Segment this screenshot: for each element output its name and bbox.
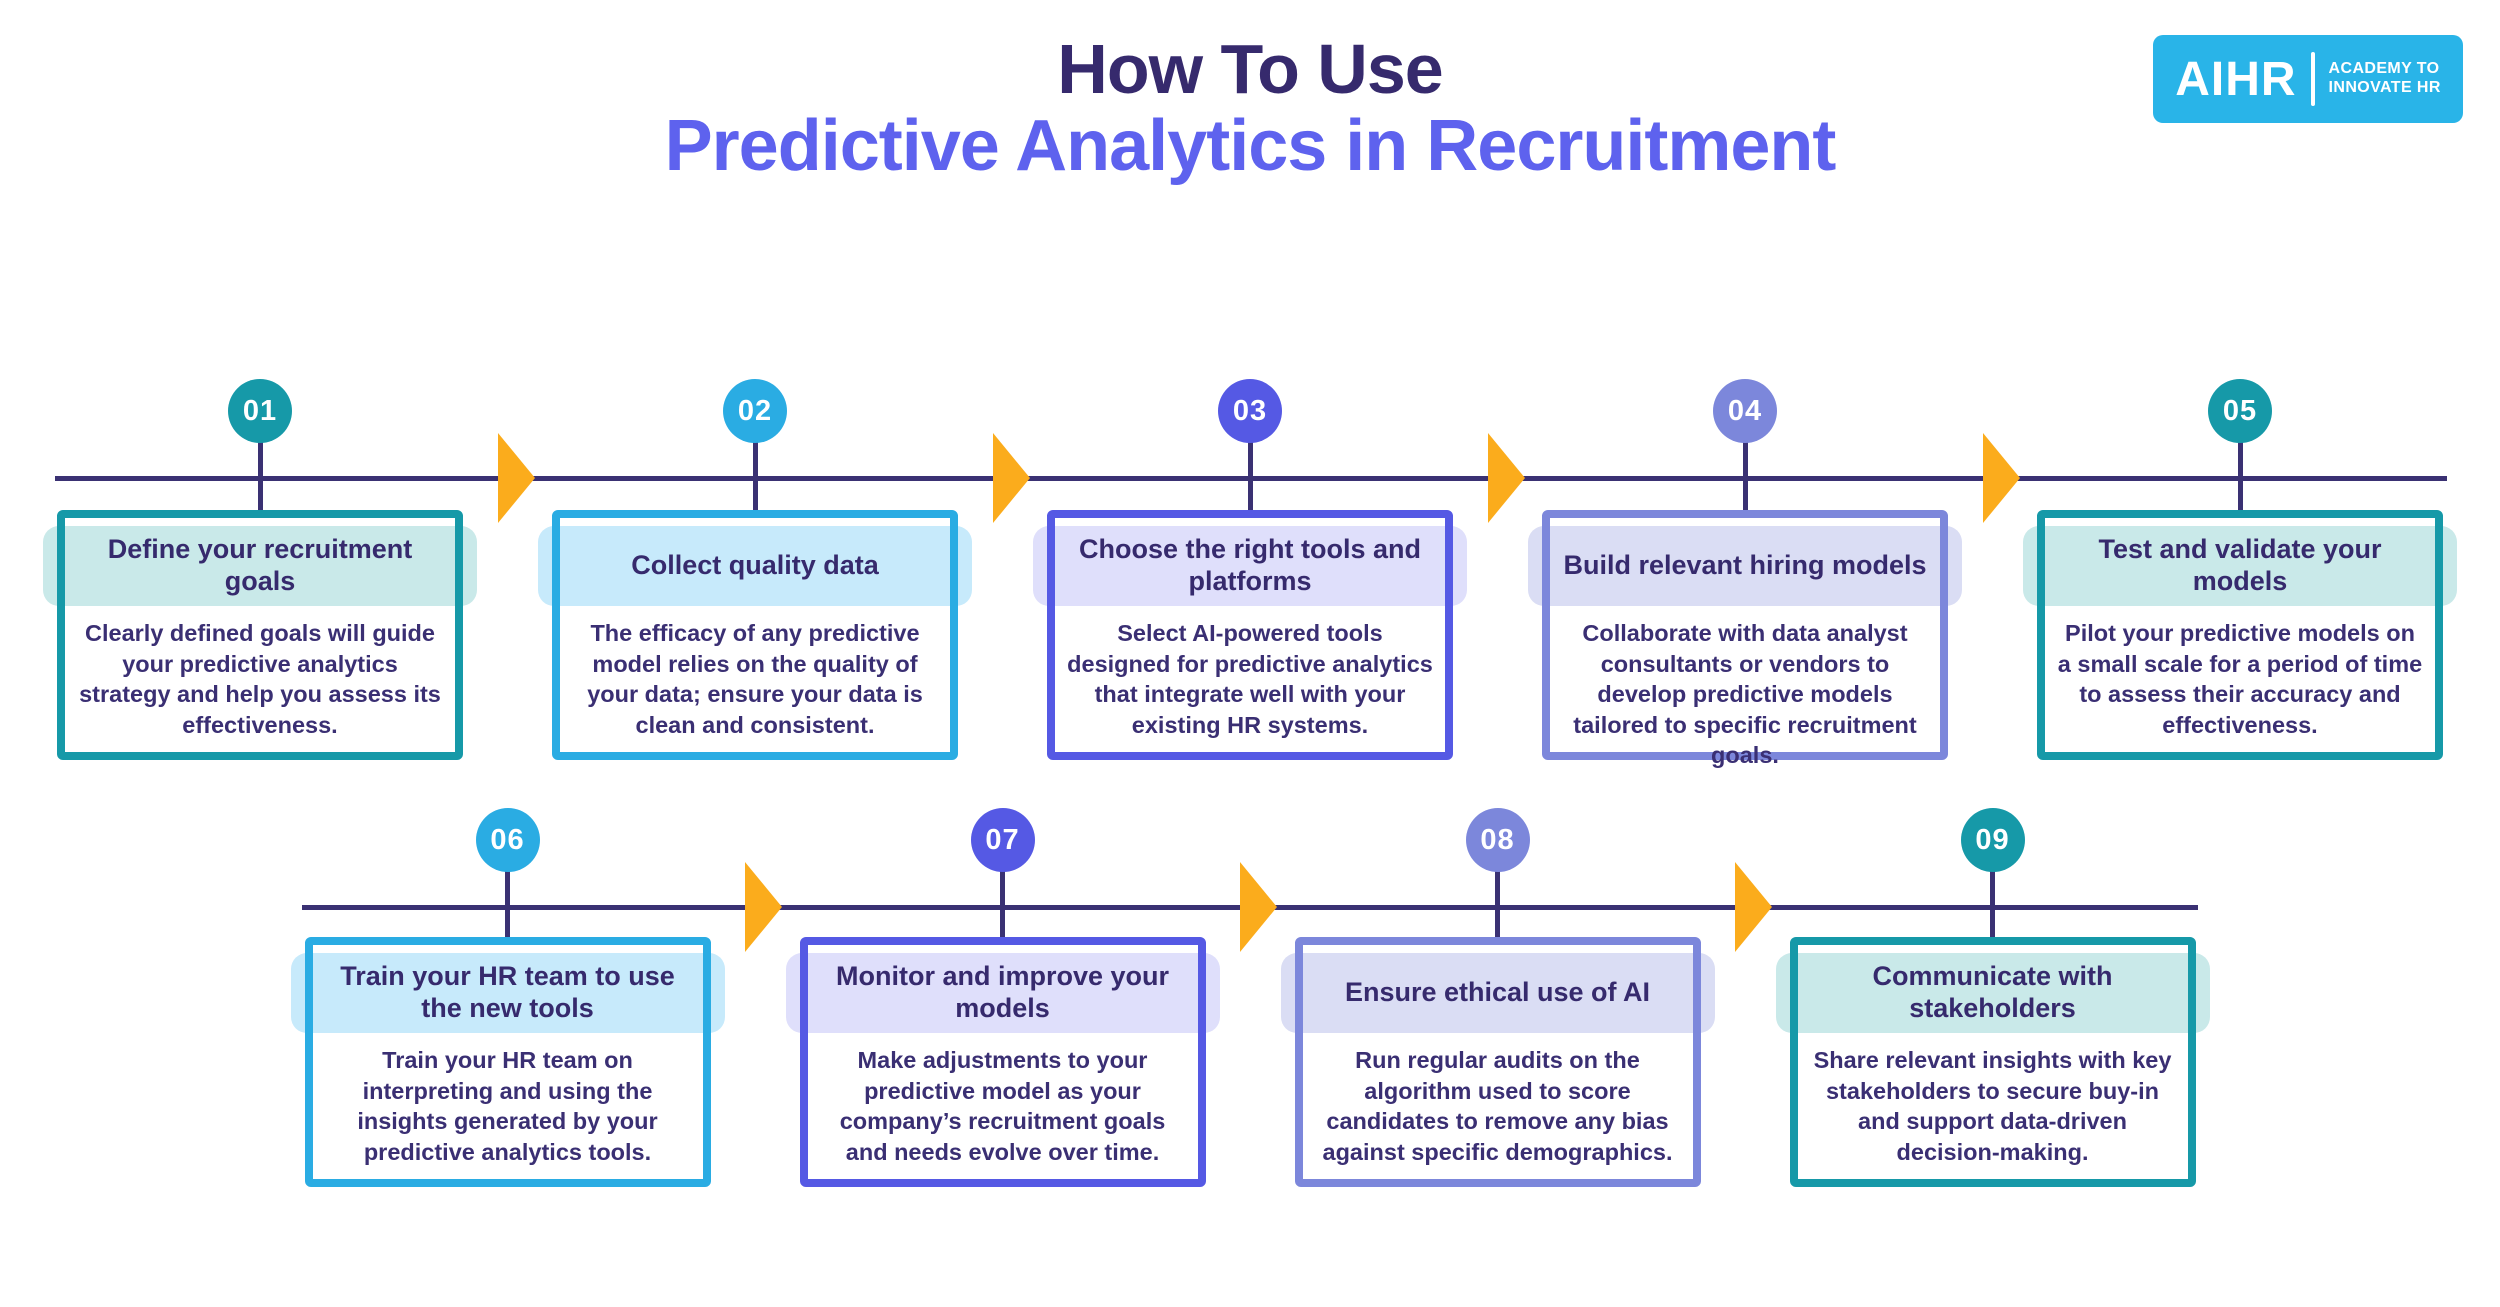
step-card-description: Run regular audits on the algorithm used… <box>1322 1047 1673 1165</box>
step-card-header-band <box>1033 526 1467 606</box>
logo-tagline-line1: ACADEMY TO <box>2328 60 2440 78</box>
step-card-title: Communicate with stakeholders <box>1872 961 2113 1023</box>
timeline-arrow-icon <box>1982 433 2020 523</box>
step-card: Define your recruitment goals Clearly de… <box>57 510 463 760</box>
step-card-title: Ensure ethical use of AI <box>1344 977 1651 1008</box>
step-number: 09 <box>1975 823 2010 856</box>
step-card-header-band <box>1528 526 1962 606</box>
step-connector-line <box>2237 437 2243 514</box>
step-card-title: Monitor and improve your models <box>835 961 1170 1023</box>
step-connector-line <box>257 437 263 514</box>
step-number-badge: 07 <box>970 808 1035 872</box>
logo-divider <box>2310 52 2315 106</box>
step-card-header-band <box>1775 953 2210 1033</box>
step-card-description: The efficacy of any predictive model rel… <box>587 620 923 738</box>
step-number: 07 <box>985 823 1020 856</box>
timeline-arrow-icon <box>1240 862 1277 952</box>
step-card: Train your HR team to use the new tools … <box>304 937 711 1187</box>
step-number: 04 <box>1727 394 1763 427</box>
step-number-badge: 02 <box>723 379 787 443</box>
step-number: 02 <box>737 394 773 427</box>
page-subtitle: Predictive Analytics in Recruitment <box>664 106 1837 186</box>
logo-tagline-line2: INNOVATE HR <box>2328 79 2441 96</box>
timeline-arrow-icon <box>745 862 782 952</box>
page-title: How To Use <box>1057 30 1443 108</box>
step-number-badge: 04 <box>1713 379 1777 443</box>
step-card-description: Train your HR team on interpreting and u… <box>357 1047 658 1165</box>
step-number: 05 <box>2222 394 2258 427</box>
step-number-badge: 01 <box>228 379 292 443</box>
step-card-header-band <box>1280 953 1715 1033</box>
step-connector-line <box>752 437 758 514</box>
step-connector-line <box>1742 437 1748 514</box>
step-card-description: Collaborate with data analyst consultant… <box>1573 620 1917 769</box>
step-card-description: Share relevant insights with key stakeho… <box>1813 1047 2172 1165</box>
step-number-badge: 05 <box>2208 379 2272 443</box>
step-card: Collect quality data The efficacy of any… <box>552 510 958 760</box>
step-connector-line <box>1247 437 1253 514</box>
step-card-title: Test and validate your models <box>2098 534 2382 596</box>
step-number: 01 <box>242 394 278 427</box>
step-card-description: Select AI-powered tools designed for pre… <box>1067 620 1433 738</box>
timeline-arrow-icon <box>497 433 535 523</box>
logo-tagline: ACADEMY TO INNOVATE HR <box>2329 60 2441 98</box>
logo-brand-text: AIHR <box>2175 52 2297 106</box>
step-number-badge: 09 <box>1960 808 2025 872</box>
step-card-title: Train your HR team to use the new tools <box>340 961 675 1023</box>
step-card: Ensure ethical use of AI Run regular aud… <box>1294 937 1701 1187</box>
timeline-arrow-icon <box>1735 862 1772 952</box>
step-number-badge: 08 <box>1465 808 1530 872</box>
step-card-header-band <box>785 953 1220 1033</box>
step-card-header-band <box>290 953 725 1033</box>
step-number-badge: 03 <box>1218 379 1282 443</box>
step-card-description: Make adjustments to your predictive mode… <box>839 1047 1166 1165</box>
step-card-header-band <box>43 526 477 606</box>
step-card: Build relevant hiring models Collaborate… <box>1542 510 1948 768</box>
step-connector-line <box>505 866 510 941</box>
step-card-title: Collect quality data <box>631 550 879 581</box>
step-card: Choose the right tools and platforms Sel… <box>1047 510 1453 760</box>
step-connector-line <box>1990 866 1995 941</box>
step-number: 08 <box>1480 823 1515 856</box>
step-number: 06 <box>490 823 525 856</box>
aihr-logo: AIHR ACADEMY TO INNOVATE HR <box>2153 35 2463 123</box>
step-number: 03 <box>1232 394 1268 427</box>
step-card-header-band <box>538 526 972 606</box>
step-card-title: Define your recruitment goals <box>107 534 413 596</box>
step-card-title: Choose the right tools and platforms <box>1079 534 1421 596</box>
step-card-header-band <box>2023 526 2457 606</box>
step-card-description: Pilot your predictive models on a small … <box>2057 620 2423 738</box>
step-card: Monitor and improve your models Make adj… <box>799 937 1206 1187</box>
timeline-arrow-icon <box>1487 433 1525 523</box>
step-connector-line <box>1000 866 1005 941</box>
step-card-description: Clearly defined goals will guide your pr… <box>79 620 441 738</box>
step-card: Test and validate your models Pilot your… <box>2037 510 2443 760</box>
step-card: Communicate with stakeholders Share rele… <box>1789 937 2196 1187</box>
timeline-arrow-icon <box>992 433 1030 523</box>
step-number-badge: 06 <box>475 808 540 872</box>
step-connector-line <box>1495 866 1500 941</box>
step-card-title: Build relevant hiring models <box>1563 550 1927 581</box>
